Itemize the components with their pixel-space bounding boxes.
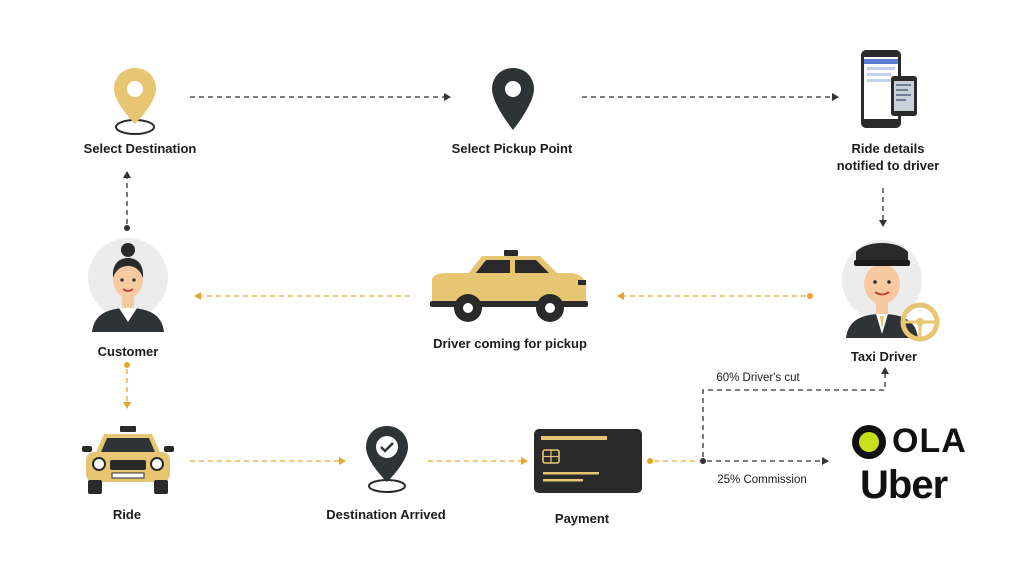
- dot-payment-right: [647, 458, 653, 464]
- ola-wordmark: OLA: [892, 422, 967, 460]
- commission-label: 25% Commission: [717, 474, 807, 486]
- taxi-driver-label: Taxi Driver: [850, 349, 918, 364]
- uber-wordmark: Uber: [860, 463, 948, 507]
- destination-arrived-pin-icon: [366, 426, 408, 493]
- ride-details-line2: notified to driver: [836, 158, 940, 173]
- select-pickup-point-label: Select Pickup Point: [451, 141, 573, 156]
- destination-arrived-label: Destination Arrived: [326, 507, 446, 522]
- ola-logo-icon: [852, 425, 886, 459]
- ride-label: Ride: [112, 507, 142, 522]
- taxi-driver-avatar-icon: [842, 240, 940, 342]
- taxi-side-icon: [430, 250, 588, 322]
- select-destination-label: Select Destination: [83, 141, 197, 156]
- credit-card-icon: [534, 429, 642, 493]
- dot-customer-down: [124, 362, 130, 368]
- ride-details-line1: Ride details: [851, 141, 925, 156]
- driver-coming-label: Driver coming for pickup: [433, 336, 587, 351]
- ride-details-label: Ride details notified to driver: [837, 140, 940, 174]
- payment-label: Payment: [554, 511, 610, 526]
- taxi-front-icon: [82, 426, 174, 494]
- customer-label: Customer: [97, 344, 159, 359]
- location-pin-icon: [114, 68, 156, 135]
- pickup-pin-icon: [492, 68, 534, 130]
- arrow-drivers-cut-to-driver: [702, 367, 889, 457]
- drivers-cut-label: 60% Driver's cut: [716, 372, 800, 384]
- dot-customer-up: [124, 225, 130, 231]
- customer-avatar-icon: [88, 238, 168, 332]
- phone-icon: [861, 50, 917, 128]
- dot-driver-left: [807, 293, 813, 299]
- dot-split: [700, 458, 706, 464]
